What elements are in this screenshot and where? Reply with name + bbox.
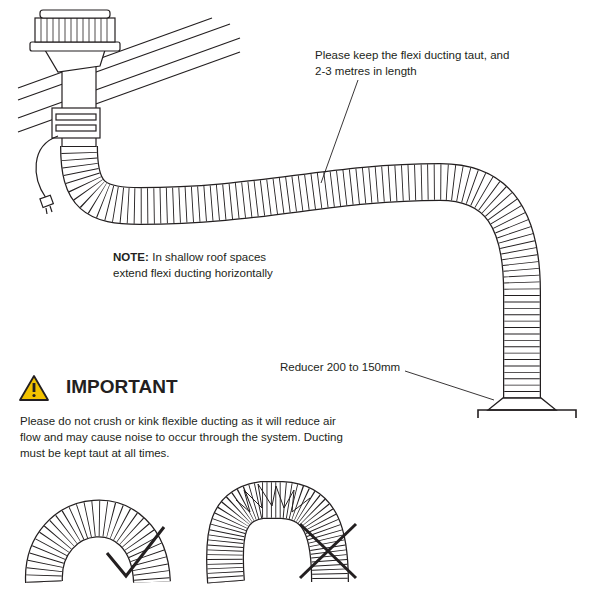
leader-line (321, 80, 358, 183)
check-mark (107, 527, 164, 576)
exclamation-bar (33, 383, 36, 392)
duct-ribs (44, 519, 152, 582)
fan-base (30, 42, 120, 51)
duct-body (225, 500, 330, 582)
kinked-duct (225, 484, 330, 582)
kink-creases (236, 484, 310, 512)
bracket-strap (56, 114, 96, 120)
plug-pin (46, 208, 47, 214)
cord (36, 136, 58, 198)
roof-fan (30, 10, 120, 150)
bracket-strap (56, 125, 96, 131)
duct-outline (225, 500, 330, 582)
good-duct (44, 519, 152, 582)
part-label: Reducer 200 to 150mm (280, 359, 400, 375)
fan-cowl (35, 18, 115, 42)
plug-pin (50, 206, 52, 212)
warning-heading: IMPORTANT (66, 376, 178, 398)
cross-mark (300, 524, 356, 578)
warning-icon (20, 376, 48, 400)
duct-ribs (79, 146, 522, 398)
note-block: NOTE:In shallow roof spaces extend flexi… (113, 249, 295, 281)
callout-text: Please keep the flexi ducting taut, and … (315, 47, 513, 79)
duct-body (44, 519, 152, 582)
exclamation-dot (32, 394, 35, 397)
rafter-line (18, 52, 240, 132)
mount-bracket (52, 108, 100, 138)
leader-line (405, 371, 494, 400)
duct-outline (79, 146, 522, 398)
reducer-body (488, 398, 556, 410)
warning-text: Please do not crush or kink flexible duc… (20, 413, 355, 461)
flashing (45, 50, 105, 72)
reducer (478, 398, 576, 418)
note-heading: NOTE: (113, 251, 149, 263)
power-cord (36, 136, 58, 214)
duct-outline (44, 519, 152, 582)
rafter-line (18, 38, 240, 118)
roof (18, 18, 240, 132)
leaders (321, 80, 494, 400)
flexi-duct (79, 146, 522, 398)
fan-cap (40, 10, 110, 18)
duct-body (79, 146, 522, 398)
ceiling-flange (478, 410, 576, 418)
roof-line (18, 18, 212, 88)
cowl-ribs (41, 18, 107, 42)
warning-triangle (20, 376, 48, 400)
duct-ribs (225, 500, 330, 582)
plug (40, 195, 53, 207)
